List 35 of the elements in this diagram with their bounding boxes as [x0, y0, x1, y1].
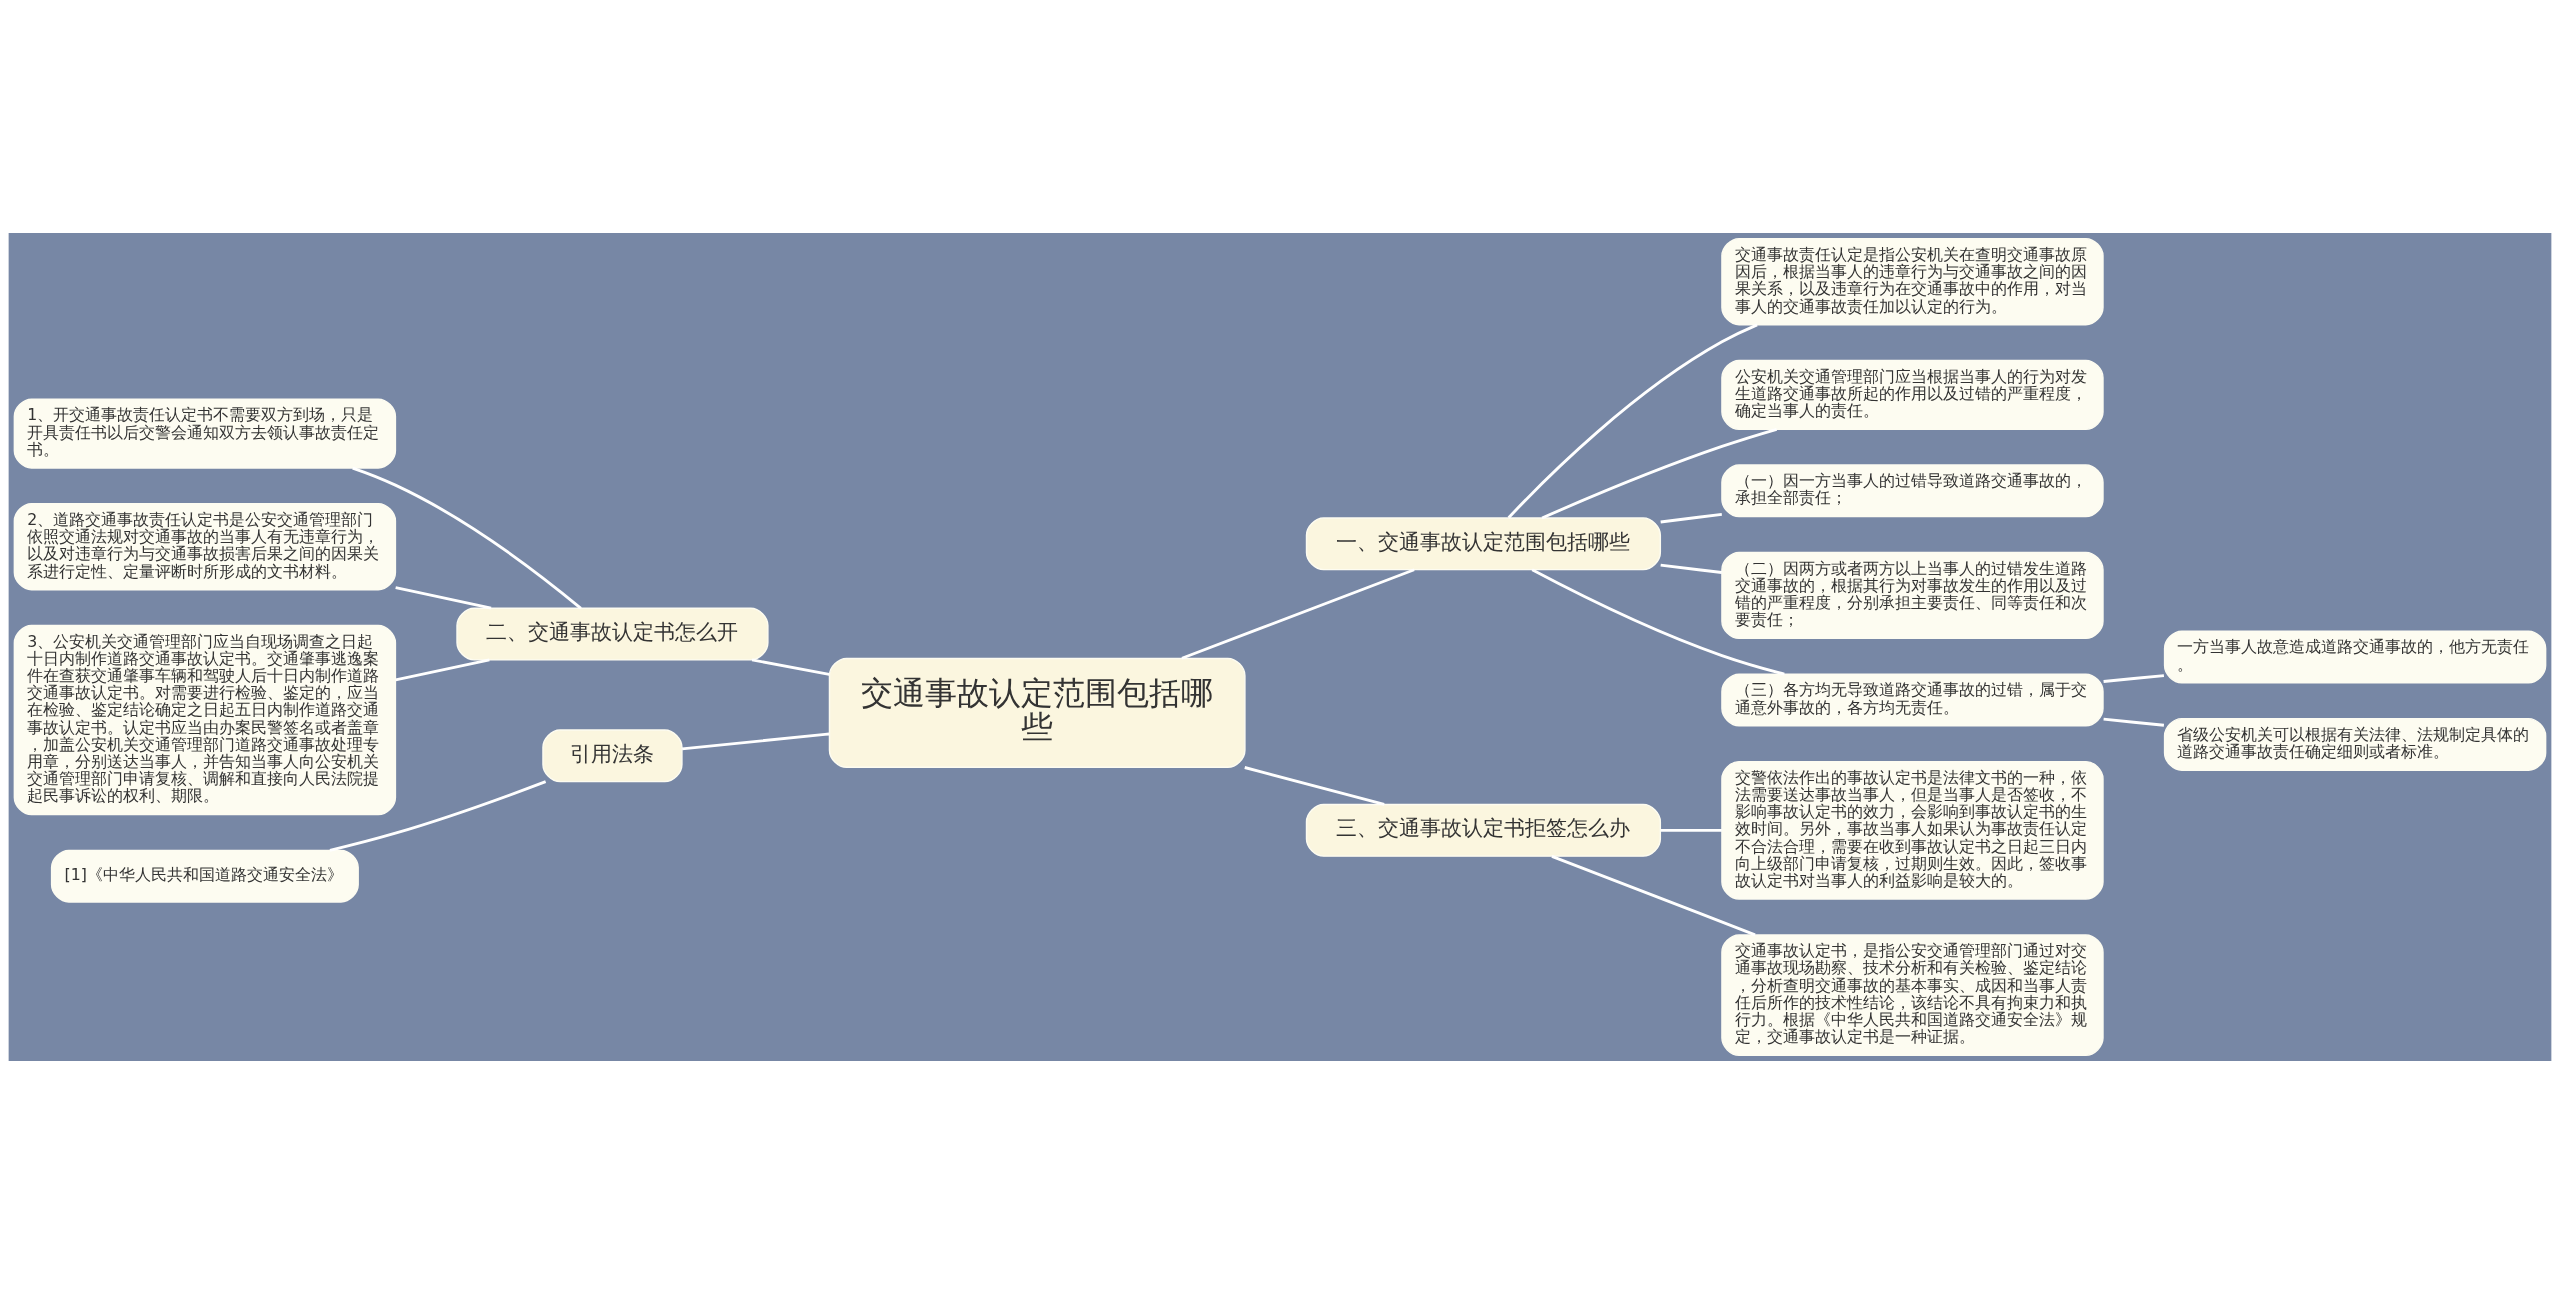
connector: [2103, 673, 2165, 683]
connector: [2103, 717, 2165, 727]
node-box: 一、交通事故认定范围包括哪些: [1305, 516, 1662, 570]
node-box: 交通事故认定范围包括哪些: [828, 657, 1246, 768]
node-box: 三、交通事故认定书拒签怎么办: [1305, 803, 1662, 857]
connector: [1181, 567, 1415, 660]
node-box: （二）因两方或者两方以上当事人的过错发生道路交通事故的，根据其行为对事故发生的作用以及过错的严重程度，分别承担主要责任、同等责任和次要责任；: [1721, 551, 2104, 639]
connector: [329, 779, 547, 852]
connector: [1660, 563, 1722, 574]
node-box: 二、交通事故认定书怎么开: [456, 607, 769, 661]
node-box: 3、公安机关交通管理部门应当自现场调查之日起十日内制作道路交通事故认定书。交通肇事逃逸案件在查获交通肇事车辆和驾驶人后十日内制作道路交通事故认定书。对需要进行检验、鉴定的，应当在检验、鉴定结论确定之日起五日内制作道路交通事故认定书。认定书应当由办案民警签名或者盖章，加盖公安机关交通管理部门道路交通事故处理专用章，分别送达当事人，并告知当事人向公安机关交通管理部门申请复核、调解和直接向人民法院提起民事诉讼的权利、期限。: [13, 624, 397, 815]
connector: [1244, 765, 1385, 806]
connector: [1531, 568, 1785, 675]
connector: [681, 732, 830, 750]
node-box: （三）各方均无导致道路交通事故的过错，属于交通意外事故的，各方均无责任。: [1721, 673, 2104, 726]
node-box: 交警依法作出的事故认定书是法律文书的一种，依法需要送达事故当事人，但是当事人是否签收，不影响事故认定书的效力，会影响到事故认定书的生效时间。另外，事故当事人如果认为事故责任认定不合法合理，需要在收到事故认定书之日起三日内向上级部门申请复核，过期则生效。因此，签收事故认定书对当事人的利益影响是较大的。: [1721, 760, 2104, 900]
connector: [395, 658, 490, 681]
node-box: 一方当事人故意造成道路交通事故的，他方无责任。: [2163, 630, 2547, 684]
connector: [1660, 828, 1722, 832]
node-box: （一）因一方当事人的过错导致道路交通事故的，承担全部责任；: [1721, 463, 2104, 517]
node-box: [1]《中华人民共和国道路交通安全法》: [50, 849, 359, 903]
node-box: 1、开交通事故责任认定书不需要双方到场，只是开具责任书以后交警会通知双方去领认事故责任定书。: [13, 397, 397, 469]
connector: [1660, 512, 1722, 523]
connector: [352, 466, 582, 609]
node-box: 引用法条: [542, 728, 683, 782]
connector: [395, 585, 492, 610]
connector: [1541, 427, 1778, 519]
node-box: 2、道路交通事故责任认定书是公安交通管理部门依照交通法规对交通事故的当事人有无违章行为，以及对违章行为与交通事故损害后果之间的因果关系进行定性、定量评断时所形成的文书材料。: [13, 502, 397, 590]
node-box: 省级公安机关可以根据有关法律、法规制定具体的道路交通事故责任确定细则或者标准。: [2163, 717, 2547, 771]
node-box: 交通事故责任认定是指公安机关在查明交通事故原因后，根据当事人的违章行为与交通事故之间的因果关系，以及违章行为在交通事故中的作用，对当事人的交通事故责任加以认定的行为。: [1721, 237, 2104, 325]
node-box: 交通事故认定书，是指公安交通管理部门通过对交通事故现场勘察、技术分析和有关检验、鉴定结论，分析查明交通事故的基本事实、成因和当事人责任后所作的技术性结论，该结论不具有拘束力和执行力。根据《中华人民共和国道路交通安全法》规定，交通事故认定书是一种证据。: [1721, 933, 2104, 1056]
connector: [751, 658, 830, 676]
node-box: 公安机关交通管理部门应当根据当事人的行为对发生道路交通事故所起的作用以及过错的严重程度，确定当事人的责任。: [1721, 359, 2104, 430]
connector: [1507, 323, 1758, 519]
connector: [1551, 854, 1756, 936]
